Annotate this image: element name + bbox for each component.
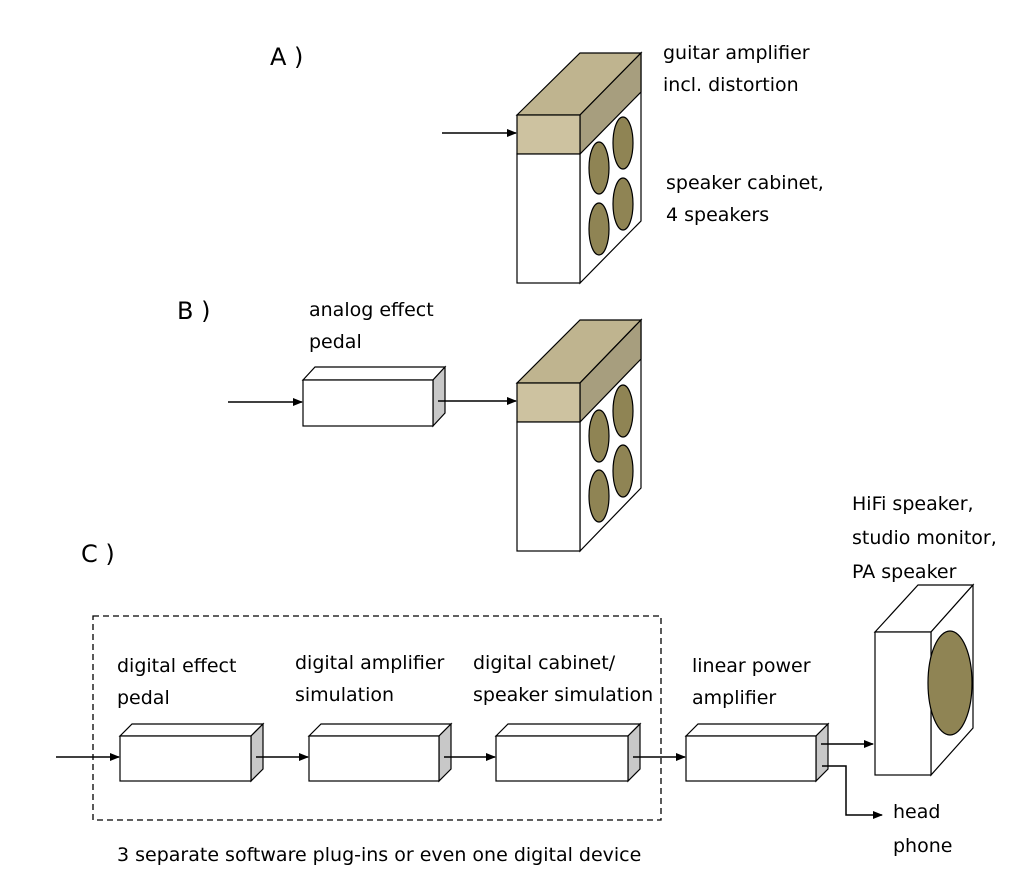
speaker-cone: [588, 202, 610, 256]
label-line: head: [893, 801, 941, 823]
speaker-cone: [927, 630, 973, 736]
label-line: guitar amplifier: [663, 42, 810, 64]
hifi-speaker-label: HiFi speaker, studio monitor, PA speaker: [852, 487, 997, 589]
section-a-label: A ): [270, 43, 304, 71]
digital-pedal-box: [118, 722, 265, 783]
digital-cabinet-box: [494, 722, 642, 783]
label-line: pedal: [117, 687, 170, 709]
digital-cabinet-label: digital cabinet/ speaker simulation: [473, 647, 653, 711]
speaker-cone: [588, 141, 610, 195]
label-line: PA speaker: [852, 561, 957, 583]
label-line: simulation: [295, 684, 395, 706]
cabinet-front: [516, 153, 581, 284]
amp-cabinet-b: [515, 318, 643, 553]
speaker-cone: [612, 444, 634, 498]
software-note-label: 3 separate software plug-ins or even one…: [117, 844, 642, 866]
power-amp-to-headphone-arrow: [822, 765, 883, 819]
speaker-cone: [612, 384, 634, 438]
label-line: amplifier: [692, 687, 777, 709]
speaker-cone: [588, 469, 610, 523]
digital-amp-label: digital amplifier simulation: [295, 647, 444, 711]
label-line: digital effect: [117, 655, 237, 677]
headphone-label: head phone: [893, 795, 952, 863]
label-line: HiFi speaker,: [852, 493, 974, 515]
label-line: speaker cabinet,: [666, 172, 824, 194]
label-line: analog effect: [309, 299, 434, 321]
linear-amp-label: linear power amplifier: [692, 650, 811, 714]
speaker-cone: [612, 116, 634, 170]
amp-head-front: [516, 382, 581, 423]
label-line: incl. distortion: [663, 74, 799, 96]
speaker-cabinet-label: speaker cabinet, 4 speakers: [666, 167, 824, 231]
section-b-label: B ): [177, 297, 211, 325]
amp-cabinet-a: [515, 51, 643, 285]
label-line: digital amplifier: [295, 652, 445, 674]
cabinet-front: [516, 421, 581, 552]
guitar-amp-label: guitar amplifier incl. distortion: [663, 37, 810, 101]
speaker-cone: [588, 409, 610, 463]
label-line: phone: [893, 835, 953, 857]
section-c-label: C ): [81, 540, 115, 568]
digital-pedal-label: digital effect pedal: [117, 650, 236, 714]
label-line: 4 speakers: [666, 204, 770, 226]
label-line: digital cabinet/: [473, 652, 616, 674]
digital-amp-box: [307, 722, 453, 783]
amp-head-front: [516, 114, 581, 155]
label-line: linear power: [692, 655, 811, 677]
label-line: studio monitor,: [852, 527, 997, 549]
label-line: speaker simulation: [473, 684, 654, 706]
hifi-speaker-box: [873, 583, 975, 777]
speaker-cone: [612, 177, 634, 231]
linear-power-amp-box: [684, 722, 830, 783]
label-line: pedal: [309, 331, 362, 353]
analog-pedal-box: [301, 365, 447, 428]
software-group-dashed-border: [92, 615, 662, 821]
analog-pedal-label: analog effect pedal: [309, 294, 434, 358]
